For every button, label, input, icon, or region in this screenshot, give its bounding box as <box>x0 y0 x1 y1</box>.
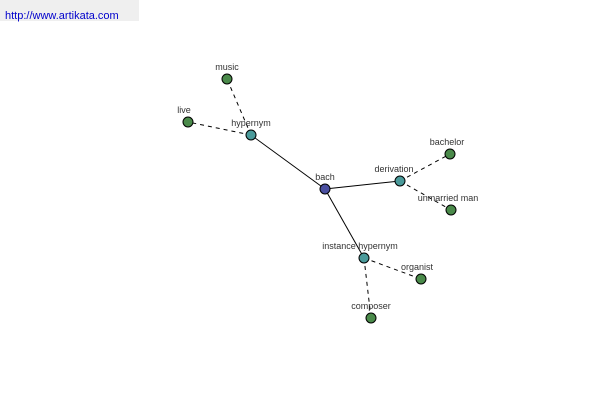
node-music[interactable]: music <box>215 62 239 85</box>
node-label-bach: bach <box>315 172 335 182</box>
node-composer[interactable]: composer <box>351 301 391 324</box>
edges-layer <box>187 78 452 319</box>
edge-derivation-bachelor <box>399 153 451 182</box>
node-hypernym[interactable]: hypernym <box>231 118 271 141</box>
edge-hypernym-live <box>187 121 252 136</box>
node-label-music: music <box>215 62 239 72</box>
node-bach[interactable]: bach <box>315 172 335 195</box>
node-unmarried_man[interactable]: unmarried man <box>418 193 479 216</box>
node-circle-composer[interactable] <box>365 312 377 324</box>
node-circle-instance_hypernym[interactable] <box>358 252 370 264</box>
node-label-hypernym: hypernym <box>231 118 271 128</box>
edge-instance_hypernym-organist <box>363 257 422 280</box>
node-label-composer: composer <box>351 301 391 311</box>
edge-bach-derivation <box>324 180 401 190</box>
edge-bach-instance_hypernym <box>324 188 365 259</box>
node-circle-music[interactable] <box>221 73 233 85</box>
edge-hypernym-music <box>226 78 252 136</box>
nodes-layer: bach hypernym derivation instance hypernym m… <box>177 62 479 324</box>
node-label-organist: organist <box>401 262 434 272</box>
node-organist[interactable]: organist <box>401 262 434 285</box>
node-label-bachelor: bachelor <box>430 137 465 147</box>
node-label-live: live <box>177 105 191 115</box>
node-instance_hypernym[interactable]: instance hypernym <box>322 241 398 264</box>
node-circle-bach[interactable] <box>319 183 331 195</box>
node-circle-unmarried_man[interactable] <box>445 204 457 216</box>
node-circle-hypernym[interactable] <box>245 129 257 141</box>
url-bar: http://www.artikata.com <box>0 0 139 22</box>
node-circle-derivation[interactable] <box>394 175 406 187</box>
edge-bach-hypernym <box>250 134 326 190</box>
node-bachelor[interactable]: bachelor <box>430 137 465 160</box>
node-label-unmarried_man: unmarried man <box>418 193 479 203</box>
node-label-instance_hypernym: instance hypernym <box>322 241 398 251</box>
node-circle-organist[interactable] <box>415 273 427 285</box>
artikata-url-link[interactable]: http://www.artikata.com <box>5 10 119 22</box>
node-derivation[interactable]: derivation <box>374 164 414 187</box>
node-live[interactable]: live <box>177 105 194 128</box>
node-circle-bachelor[interactable] <box>444 148 456 160</box>
edge-instance_hypernym-composer <box>363 257 372 319</box>
node-label-derivation: derivation <box>374 164 413 174</box>
edge-derivation-unmarried_man <box>399 180 452 211</box>
node-circle-live[interactable] <box>182 116 194 128</box>
